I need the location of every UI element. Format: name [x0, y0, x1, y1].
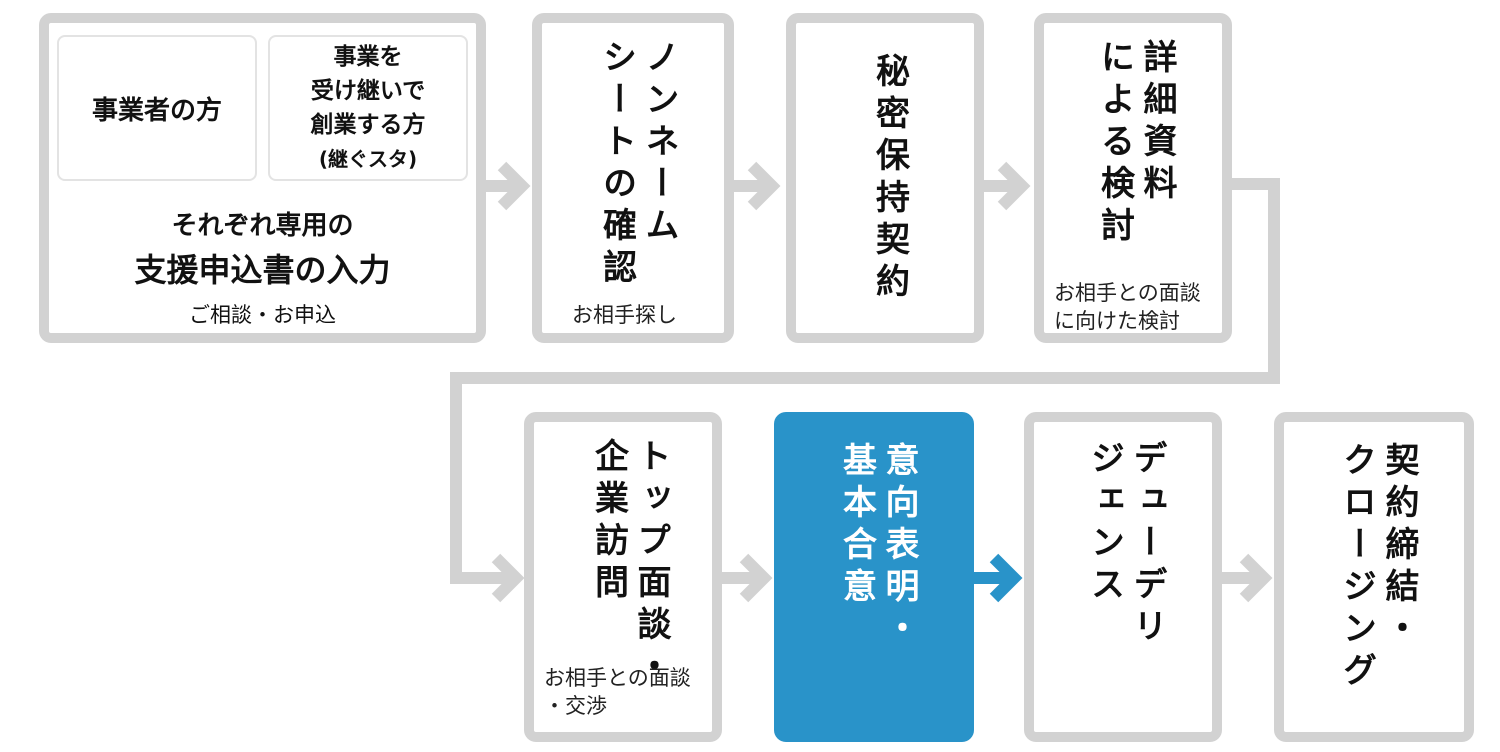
step6-title: 意向表明・ 基本合意 [836, 442, 920, 652]
option-successor-line2: 受け継いで [310, 78, 426, 104]
step8-title: 契約締結・ クロージング [1336, 442, 1420, 694]
step3-title: 秘密保持契約 [869, 53, 910, 305]
step-card-top-meeting: トップ面談・ 企業訪問 お相手との面談 ・交渉 [524, 412, 722, 742]
arrow-head-4-5 [491, 553, 525, 603]
step7-title: デューデリ ジェンス [1084, 440, 1168, 650]
step-card-closing: 契約締結・ クロージング [1274, 412, 1474, 742]
connector-4-5 [450, 178, 1280, 584]
arrow-head-3-4 [997, 161, 1031, 211]
arrow-head-6-7 [989, 553, 1023, 603]
option-successor-line4: (継ぐスタ) [318, 147, 418, 171]
step5-title: トップ面談・ 企業訪問 [588, 438, 672, 690]
step-card-application: 事業者の方 事業を 受け継いで 創業する方 (継ぐスタ) それぞれ専用の 支援申… [39, 13, 486, 343]
step1-title-line2: 支援申込書の入力 [134, 251, 391, 289]
step-card-letter-of-intent: 意向表明・ 基本合意 [774, 412, 974, 742]
step1-note: ご相談・お申込 [189, 303, 336, 327]
step2-title: ノンネーム シートの確認 [596, 39, 680, 291]
step-card-detailed-review: 詳細資料 による検討 お相手との面談 に向けた検討 [1034, 13, 1232, 343]
option-successor-line3: 創業する方 [310, 112, 426, 138]
option-business-owner-label: 事業者の方 [91, 95, 222, 126]
step5-note: お相手との面談 ・交渉 [544, 666, 691, 718]
arrow-head-7-8 [1239, 553, 1273, 603]
arrow-head-5-6 [739, 553, 773, 603]
option-successor: 事業を 受け継いで 創業する方 (継ぐスタ) [268, 35, 468, 181]
arrow-head-2-3 [747, 161, 781, 211]
step1-title-line1: それぞれ専用の [171, 211, 354, 241]
option-successor-line1: 事業を [333, 44, 403, 70]
step2-note: お相手探し [572, 303, 677, 327]
arrow-head-1-2 [497, 161, 531, 211]
option-business-owner: 事業者の方 [57, 35, 257, 181]
step-card-nda: 秘密保持契約 [786, 13, 984, 343]
step4-title: 詳細資料 による検討 [1094, 39, 1178, 249]
step-card-nonname-sheet: ノンネーム シートの確認 お相手探し [532, 13, 734, 343]
step-card-due-diligence: デューデリ ジェンス [1024, 412, 1222, 742]
step4-note: お相手との面談 に向けた検討 [1054, 281, 1201, 333]
